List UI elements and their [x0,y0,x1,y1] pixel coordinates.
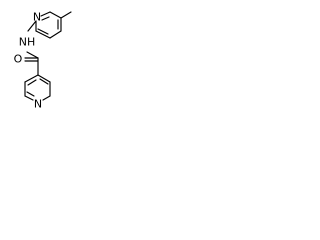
pyridine-bottom-nitrogen-label: N [34,98,42,111]
carbonyl-oxygen-label: O [14,53,23,66]
amide-nitrogen-label: NH [19,36,36,49]
ring-bond [49,11,62,19]
chemical-structure: N NH O N [14,11,72,111]
ring-bond [42,95,51,101]
ring-bond [35,30,51,39]
ring-to-nh-bond [27,20,37,32]
lower-pyridine-ring [24,74,51,101]
ring-double-bond [37,28,49,35]
nh-to-carbonyl-bond [26,51,39,59]
upper-pyridine-ring [35,11,72,39]
ring-bond [40,11,51,17]
ring-bond [37,74,51,83]
ring-double-bond [39,78,49,85]
ring-bond [24,74,39,83]
pyridine-top-nitrogen-label: N [33,11,41,24]
amide-linker [24,20,39,76]
ring-double-bond [41,16,50,21]
ring-double-bond [26,91,35,97]
ring-double-bond [27,79,37,86]
ring-bond [49,30,62,39]
methyl-bond [60,11,72,19]
ring-bond [24,95,34,101]
